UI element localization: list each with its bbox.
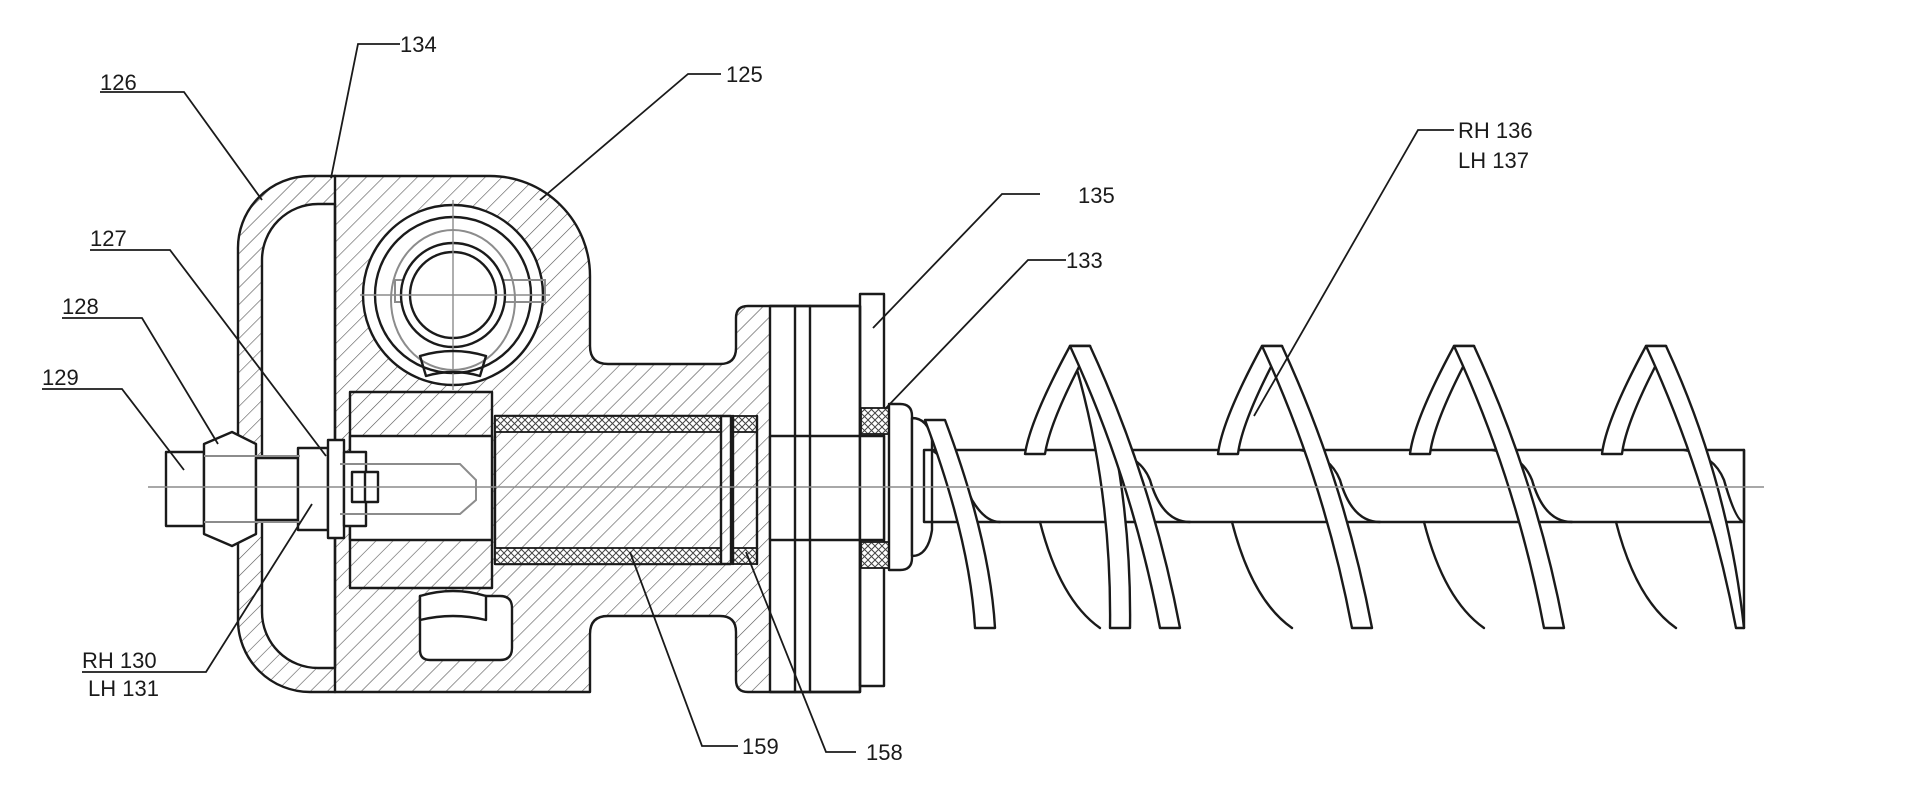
label-127: 127 (90, 226, 127, 251)
label-135: 135 (1078, 183, 1115, 208)
worm-gear-bore (360, 200, 550, 622)
label-137: LH 137 (1458, 148, 1529, 173)
label-158: 158 (866, 740, 903, 765)
label-129: 129 (42, 365, 79, 390)
label-136: RH 136 (1458, 118, 1533, 143)
label-130: RH 130 (82, 648, 157, 673)
label-133: 133 (1066, 248, 1103, 273)
shaft-tube-159 (493, 414, 759, 566)
label-126: 126 (100, 70, 137, 95)
cover-126 (236, 174, 337, 694)
label-131: LH 131 (88, 676, 159, 701)
leader-lines (42, 43, 1454, 753)
label-159: 159 (742, 734, 779, 759)
label-134: 134 (400, 32, 437, 57)
label-125: 125 (726, 62, 763, 87)
flange-135 (768, 292, 886, 694)
reference-labels: 126 134 125 127 128 129 135 133 RH 136 L… (42, 32, 1533, 765)
label-128: 128 (62, 294, 99, 319)
